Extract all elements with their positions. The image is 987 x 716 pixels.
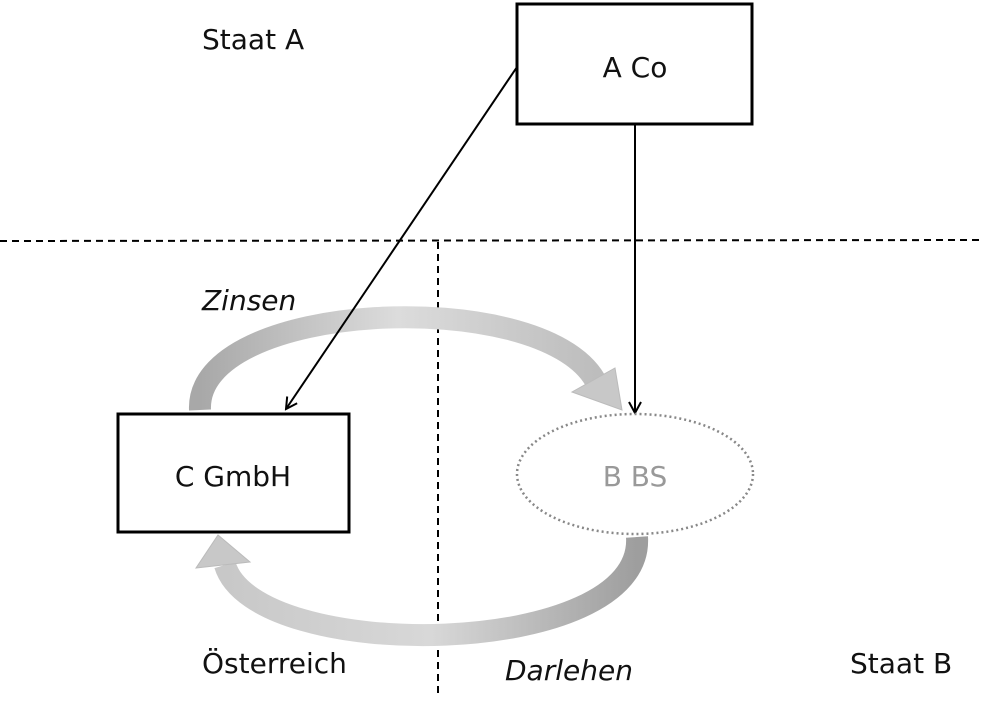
state-a-label: Staat A [202, 23, 304, 56]
a-co-box [515, 2, 754, 126]
austria-label: Österreich [202, 646, 347, 680]
border-horizontal [0, 239, 983, 242]
loan-flow-arrow [194, 534, 649, 646]
b-bs-ellipse [515, 412, 755, 536]
c-gmbh-box [116, 412, 351, 534]
loan-label: Darlehen [505, 654, 633, 687]
interest-flow-arrow [188, 306, 623, 411]
ownership-arrow-a-to-c [286, 66, 518, 409]
a-co-label: A Co [603, 51, 668, 84]
interest-label: Zinsen [201, 284, 296, 317]
c-gmbh-label: C GmbH [175, 460, 291, 493]
state-b-label: Staat B [850, 647, 952, 680]
b-bs-label: B BS [603, 460, 668, 493]
